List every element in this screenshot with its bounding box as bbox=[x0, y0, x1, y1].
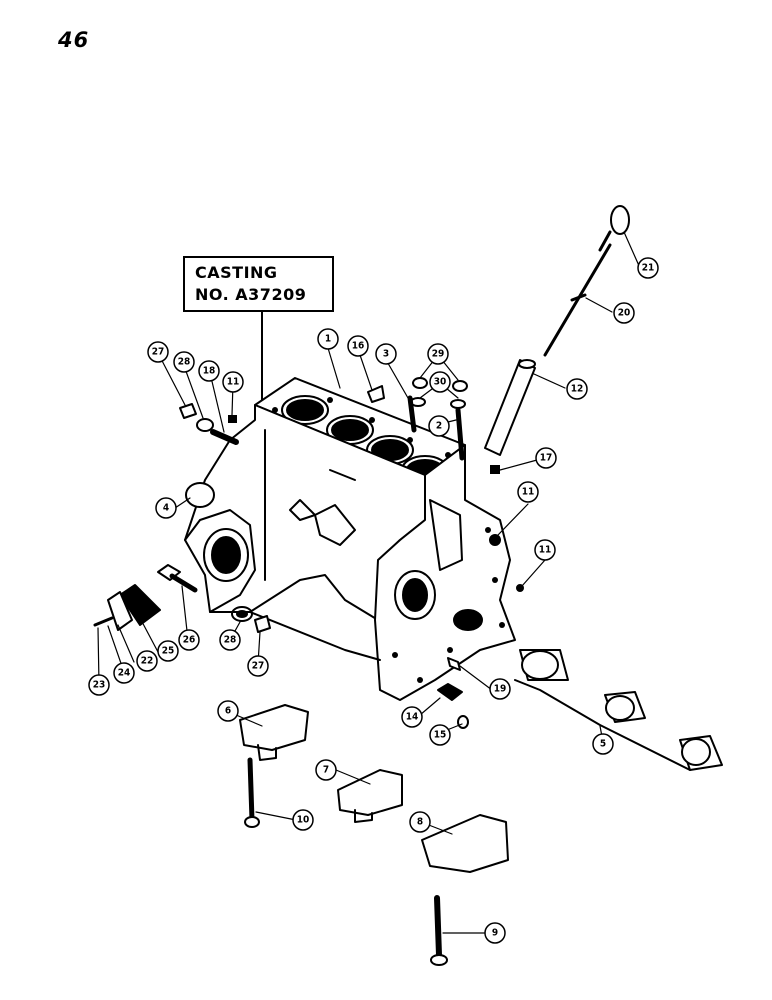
callout-23: 23 bbox=[88, 674, 110, 696]
svg-text:27: 27 bbox=[152, 347, 165, 358]
svg-text:23: 23 bbox=[93, 680, 106, 691]
callout-10: 10 bbox=[292, 809, 314, 831]
svg-text:14: 14 bbox=[406, 712, 419, 723]
callout-24: 24 bbox=[113, 662, 135, 684]
svg-text:22: 22 bbox=[141, 656, 154, 667]
callout-2: 2 bbox=[428, 415, 450, 437]
svg-text:16: 16 bbox=[352, 341, 365, 352]
callout-21: 21 bbox=[637, 257, 659, 279]
svg-text:4: 4 bbox=[163, 503, 169, 514]
callout-30: 30 bbox=[429, 371, 451, 393]
svg-text:5: 5 bbox=[600, 739, 606, 750]
callout-27a: 27 bbox=[147, 341, 169, 363]
callout-5: 5 bbox=[592, 733, 614, 755]
svg-text:28: 28 bbox=[178, 357, 191, 368]
callout-18: 18 bbox=[198, 360, 220, 382]
callout-11c: 11 bbox=[534, 539, 556, 561]
svg-text:10: 10 bbox=[297, 815, 310, 826]
svg-text:1: 1 bbox=[325, 334, 331, 345]
callout-22: 22 bbox=[136, 650, 158, 672]
callout-29: 29 bbox=[427, 343, 449, 365]
callout-25: 25 bbox=[157, 640, 179, 662]
callout-20: 20 bbox=[613, 302, 635, 324]
svg-text:12: 12 bbox=[571, 384, 584, 395]
svg-text:6: 6 bbox=[225, 706, 231, 717]
svg-text:20: 20 bbox=[618, 308, 631, 319]
callout-14: 14 bbox=[401, 706, 423, 728]
callout-6: 6 bbox=[217, 700, 239, 722]
callout-15: 15 bbox=[429, 724, 451, 746]
svg-text:27: 27 bbox=[252, 661, 265, 672]
svg-text:29: 29 bbox=[432, 349, 445, 360]
casting-label-line1: CASTING bbox=[195, 263, 278, 282]
svg-text:30: 30 bbox=[434, 377, 447, 388]
svg-text:21: 21 bbox=[642, 263, 655, 274]
svg-text:3: 3 bbox=[383, 349, 389, 360]
callout-8: 8 bbox=[409, 811, 431, 833]
svg-text:15: 15 bbox=[434, 730, 447, 741]
svg-text:11: 11 bbox=[522, 487, 535, 498]
callout-1: 1 bbox=[317, 328, 339, 350]
svg-text:9: 9 bbox=[492, 928, 498, 939]
callout-9: 9 bbox=[484, 922, 506, 944]
callout-27b: 27 bbox=[247, 655, 269, 677]
svg-text:25: 25 bbox=[162, 646, 175, 657]
callout-28b: 28 bbox=[219, 629, 241, 651]
svg-text:7: 7 bbox=[323, 765, 329, 776]
casting-label-line2: NO. A37209 bbox=[195, 285, 307, 304]
svg-text:28: 28 bbox=[224, 635, 237, 646]
callout-7: 7 bbox=[315, 759, 337, 781]
callout-11a: 11 bbox=[222, 371, 244, 393]
svg-text:24: 24 bbox=[118, 668, 131, 679]
svg-text:18: 18 bbox=[203, 366, 216, 377]
svg-text:11: 11 bbox=[227, 377, 240, 388]
casting-number-label: CASTING NO. A37209 bbox=[183, 256, 334, 312]
callout-4: 4 bbox=[155, 497, 177, 519]
callout-3: 3 bbox=[375, 343, 397, 365]
callout-11b: 11 bbox=[517, 481, 539, 503]
callout-12: 12 bbox=[566, 378, 588, 400]
svg-text:2: 2 bbox=[436, 421, 442, 432]
callout-17: 17 bbox=[535, 447, 557, 469]
callout-16: 16 bbox=[347, 335, 369, 357]
callout-26: 26 bbox=[178, 629, 200, 651]
cylinder-block bbox=[184, 377, 516, 701]
svg-text:19: 19 bbox=[494, 684, 507, 695]
svg-text:26: 26 bbox=[183, 635, 196, 646]
svg-text:11: 11 bbox=[539, 545, 552, 556]
svg-text:8: 8 bbox=[417, 817, 423, 828]
svg-text:17: 17 bbox=[540, 453, 553, 464]
callout-19: 19 bbox=[489, 678, 511, 700]
callout-28a: 28 bbox=[173, 351, 195, 373]
page-number: 46 bbox=[58, 28, 90, 52]
